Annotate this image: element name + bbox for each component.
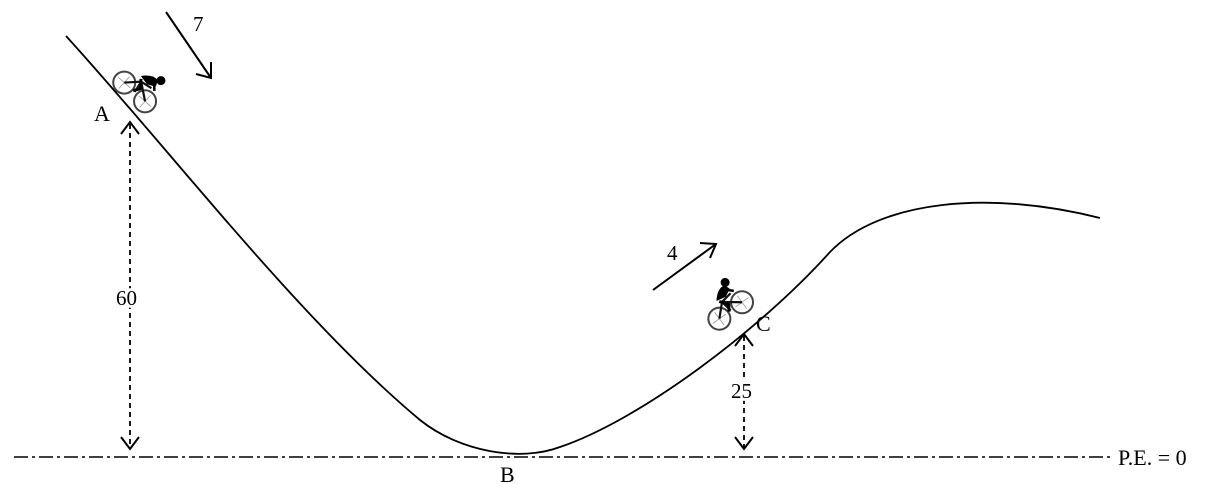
height-c-label: 25 <box>731 379 752 403</box>
point-c-label: C <box>756 311 771 336</box>
point-b-label: B <box>500 462 515 484</box>
velocity-arrow-a <box>165 11 212 80</box>
cyclist-icon <box>107 51 176 119</box>
velocity-arrow-c <box>652 242 718 291</box>
cyclist-icon <box>691 269 759 336</box>
height-a-label: 60 <box>116 286 137 310</box>
height-arrow-c <box>734 332 754 451</box>
speed-c-label: 4 <box>667 241 678 265</box>
track-curve <box>65 35 1101 455</box>
reference-label: P.E. = 0 <box>1118 445 1187 470</box>
point-a-label: A <box>94 101 110 126</box>
speed-a-label: 7 <box>193 12 204 36</box>
height-arrow-a <box>120 120 140 451</box>
